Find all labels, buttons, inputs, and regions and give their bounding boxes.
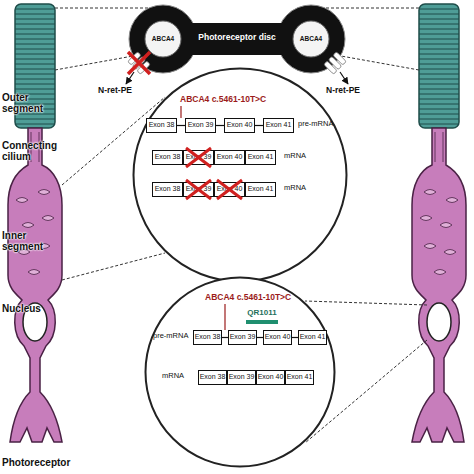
transporter-domain	[132, 56, 145, 69]
exon-box: Exon 41	[298, 330, 327, 345]
exon-label: Exon 41	[299, 331, 326, 344]
red-cross	[186, 148, 242, 199]
transcript-label: pre-mRNA	[153, 332, 195, 341]
disc-label: Photoreceptor disc	[182, 33, 292, 43]
exon-label: Exon 41	[264, 119, 293, 132]
variant-label: ABCA4 c.5461-10T>C	[180, 95, 300, 105]
transcript-label: mRNA	[284, 152, 324, 161]
intron-line	[222, 337, 228, 338]
exon-box: Exon 38	[152, 150, 183, 165]
part-label: Outer segment	[2, 92, 57, 114]
zoom-circle-shape	[134, 69, 347, 282]
intron-line	[257, 337, 263, 338]
exon-label: Exon 38	[153, 151, 182, 164]
flip-arrow	[340, 72, 348, 84]
exon-label: Exon 39	[228, 371, 255, 384]
intron-line	[216, 125, 224, 126]
disc-lumen	[293, 21, 329, 57]
exon-box: Exon 39	[227, 370, 256, 385]
exon-box: Exon 40	[263, 330, 292, 345]
disc-lumen	[145, 21, 181, 57]
intron-line	[292, 337, 298, 338]
transporter-domain	[128, 52, 141, 65]
exon-label: Exon 38	[153, 183, 182, 196]
transporter-domain	[324, 61, 337, 74]
exon-label: Exon 41	[246, 183, 275, 196]
intron-line	[177, 125, 185, 126]
exon-box: Exon 40	[256, 370, 285, 385]
photoreceptor-cell	[412, 4, 466, 442]
exon-box: Exon 40	[224, 118, 255, 133]
exon-label: Exon 40	[264, 331, 291, 344]
exon-label: Exon 38	[194, 331, 221, 344]
exon-label: Exon 39	[184, 183, 213, 196]
transcript-label: mRNA	[284, 184, 324, 193]
exon-box: Exon 40	[214, 182, 245, 197]
exon-box: Exon 41	[245, 150, 276, 165]
exon-label: Exon 40	[225, 119, 254, 132]
exon-label: Exon 38	[199, 371, 226, 384]
intron-line	[255, 125, 263, 126]
exon-box: Exon 41	[263, 118, 294, 133]
red-cross	[128, 52, 150, 74]
exon-box: Exon 38	[193, 330, 222, 345]
exon-label: Exon 40	[215, 183, 244, 196]
part-label: Photoreceptor	[2, 457, 112, 468]
transporter-domain	[333, 52, 346, 65]
exon-box: Exon 38	[146, 118, 177, 133]
zoom-leader	[55, 8, 427, 443]
part-label: Nucleus	[2, 303, 62, 314]
exon-box: Exon 41	[245, 182, 276, 197]
zoom-circle-shape	[146, 278, 335, 467]
zoom-circle: ABCA4 c.5461-10T>C pre-mRNA mRNA mRNA Exon 3…	[132, 67, 348, 283]
flip-arrow	[126, 72, 134, 84]
transporter-domain	[328, 56, 341, 69]
exon-label: Exon 41	[286, 371, 313, 384]
exon-box: Exon 39	[185, 118, 216, 133]
aon-label: QR1011	[242, 308, 282, 317]
molecule-label: N-ret-PE	[98, 86, 148, 95]
transcript-label: pre-mRNA	[298, 120, 343, 129]
exon-box: Exon 39	[228, 330, 257, 345]
transcript-label: mRNA	[162, 372, 196, 381]
molecule-label: N-ret-PE	[326, 86, 376, 95]
exon-label: Exon 40	[215, 151, 244, 164]
photoreceptor-cell	[8, 4, 62, 442]
zoom-circle: ABCA4 c.5461-10T>CQR1011pre-mRNAmRNAExon…	[144, 276, 336, 468]
variant-tick	[180, 106, 181, 118]
aon-bar	[246, 320, 278, 324]
part-label: Inner segment	[2, 230, 57, 252]
exon-box: Exon 38	[198, 370, 227, 385]
part-label: Connecting cilium	[2, 140, 66, 162]
abca4-transporter	[128, 52, 151, 75]
disc-shape	[129, 5, 345, 73]
exon-label: Exon 40	[257, 371, 284, 384]
exon-label: Exon 39	[184, 151, 213, 164]
variant-label: ABCA4 c.5461-10T>C	[205, 293, 325, 303]
exon-box: Exon 40	[214, 150, 245, 165]
disc-body	[163, 23, 311, 55]
edge-layer	[177, 126, 298, 338]
transporter-domain	[137, 61, 150, 74]
exon-label: Exon 38	[147, 119, 176, 132]
exon-box: Exon 39	[183, 182, 214, 197]
abca4-transporter	[324, 52, 347, 75]
exon-box: Exon 41	[285, 370, 314, 385]
protein-label: ABCA4	[296, 35, 326, 42]
protein-label: ABCA4	[148, 35, 178, 42]
exon-box: Exon 38	[152, 182, 183, 197]
exon-label: Exon 41	[246, 151, 275, 164]
exon-label: Exon 39	[186, 119, 215, 132]
exon-box: Exon 39	[183, 150, 214, 165]
exon-label: Exon 39	[229, 331, 256, 344]
variant-tick	[224, 304, 225, 330]
